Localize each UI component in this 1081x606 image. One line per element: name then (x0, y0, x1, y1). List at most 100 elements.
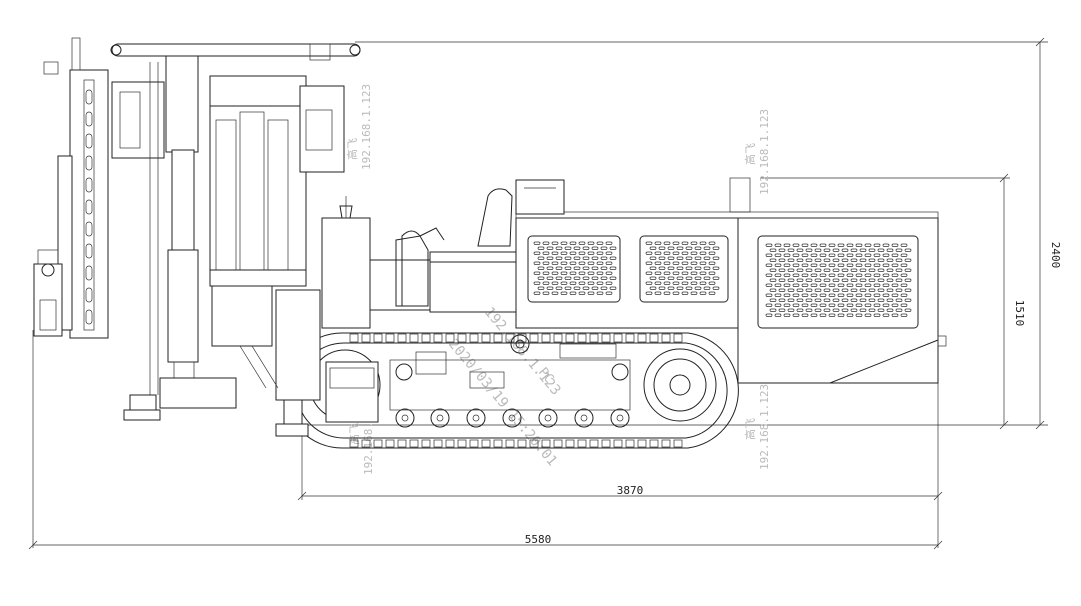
grille-slot (792, 243, 800, 247)
grille-slot (564, 266, 572, 270)
grille-slot (663, 251, 671, 255)
grille-slot (551, 261, 559, 265)
grille-slot (805, 288, 813, 292)
grille-slot (699, 271, 707, 275)
grille-slot (882, 293, 890, 297)
grille-slot (765, 243, 773, 247)
grille-slot (546, 276, 554, 280)
grille-slot (681, 271, 689, 275)
grille-slot (837, 313, 845, 317)
grille-slot (564, 246, 572, 250)
grille-slot (846, 303, 854, 307)
grille-slot (837, 283, 845, 287)
grille-slot (814, 258, 822, 262)
grille-slot (690, 261, 698, 265)
grille-slot (810, 303, 818, 307)
grille-slot (708, 241, 716, 245)
grille-slot (783, 293, 791, 297)
grille-slot (654, 281, 662, 285)
chain-link (445, 333, 455, 343)
grille-slot (882, 273, 890, 277)
grille-slot (819, 243, 827, 247)
grille-slot (873, 273, 881, 277)
grille-slot (708, 271, 716, 275)
grille-slot (792, 313, 800, 317)
grille-slot (546, 266, 554, 270)
chain-link (505, 439, 515, 448)
grille-slot (873, 313, 881, 317)
grille-slot (796, 268, 804, 272)
grille-slot (904, 248, 912, 252)
grille-slot (774, 293, 782, 297)
grille-slot (658, 286, 666, 290)
grille-slot (605, 271, 613, 275)
grille-slot (578, 271, 586, 275)
grille-slot (891, 253, 899, 257)
grille-slot (596, 241, 604, 245)
grille-slot (658, 256, 666, 260)
grille-slot (886, 278, 894, 282)
grille-slot (600, 276, 608, 280)
grille-slot (891, 273, 899, 277)
grille-slot (654, 261, 662, 265)
watermark-user: 高飞 (345, 138, 359, 160)
grille-slot (805, 248, 813, 252)
grille-slot (694, 246, 702, 250)
grille-slot (654, 271, 662, 275)
grille-slot (778, 268, 786, 272)
grille-slot (841, 288, 849, 292)
chain-link (397, 333, 407, 343)
grille-slot (573, 286, 581, 290)
grille-slot (542, 271, 550, 275)
grille-slot (681, 261, 689, 265)
grille-slot (819, 253, 827, 257)
chain-link (565, 333, 575, 343)
grille-slot (537, 256, 545, 260)
grille-slot (578, 291, 586, 295)
grille-slot (882, 313, 890, 317)
grille-slot (886, 298, 894, 302)
grille-slot (699, 241, 707, 245)
grille-slot (649, 246, 657, 250)
grille-slot (708, 281, 716, 285)
grille-slot (850, 268, 858, 272)
grille-slot (846, 313, 854, 317)
grille-slot (658, 266, 666, 270)
grille-slot (596, 291, 604, 295)
operator-station (321, 188, 517, 329)
grille-slot (900, 273, 908, 277)
grille-slot (778, 298, 786, 302)
grille-slot (676, 256, 684, 260)
grille-slot (645, 251, 653, 255)
watermark-user: 高飞 (743, 143, 757, 165)
grille-slot (681, 281, 689, 285)
grille-slot (882, 243, 890, 247)
grille-slot (645, 271, 653, 275)
chain-link (349, 439, 359, 448)
chain-link (661, 439, 671, 448)
grille-slot (823, 258, 831, 262)
chain-link (481, 439, 491, 448)
grille-slot (654, 241, 662, 245)
grille-slot (778, 258, 786, 262)
grille-slot (672, 271, 680, 275)
grille-slot (783, 263, 791, 267)
grille-slot (801, 263, 809, 267)
grille-slot (850, 288, 858, 292)
grille-slot (564, 276, 572, 280)
grille-slot (769, 268, 777, 272)
grille-slot (832, 308, 840, 312)
grille-slot (805, 278, 813, 282)
chain-link (421, 333, 431, 343)
grille-slot (850, 278, 858, 282)
grille-slot (823, 308, 831, 312)
grille-slot (667, 256, 675, 260)
grille-slot (864, 303, 872, 307)
grille-slot (649, 256, 657, 260)
grille-slot (846, 243, 854, 247)
grille-slot (685, 276, 693, 280)
grille-slot (823, 298, 831, 302)
chain-link (613, 439, 623, 448)
grille-slot (569, 261, 577, 265)
grille-slot (564, 256, 572, 260)
